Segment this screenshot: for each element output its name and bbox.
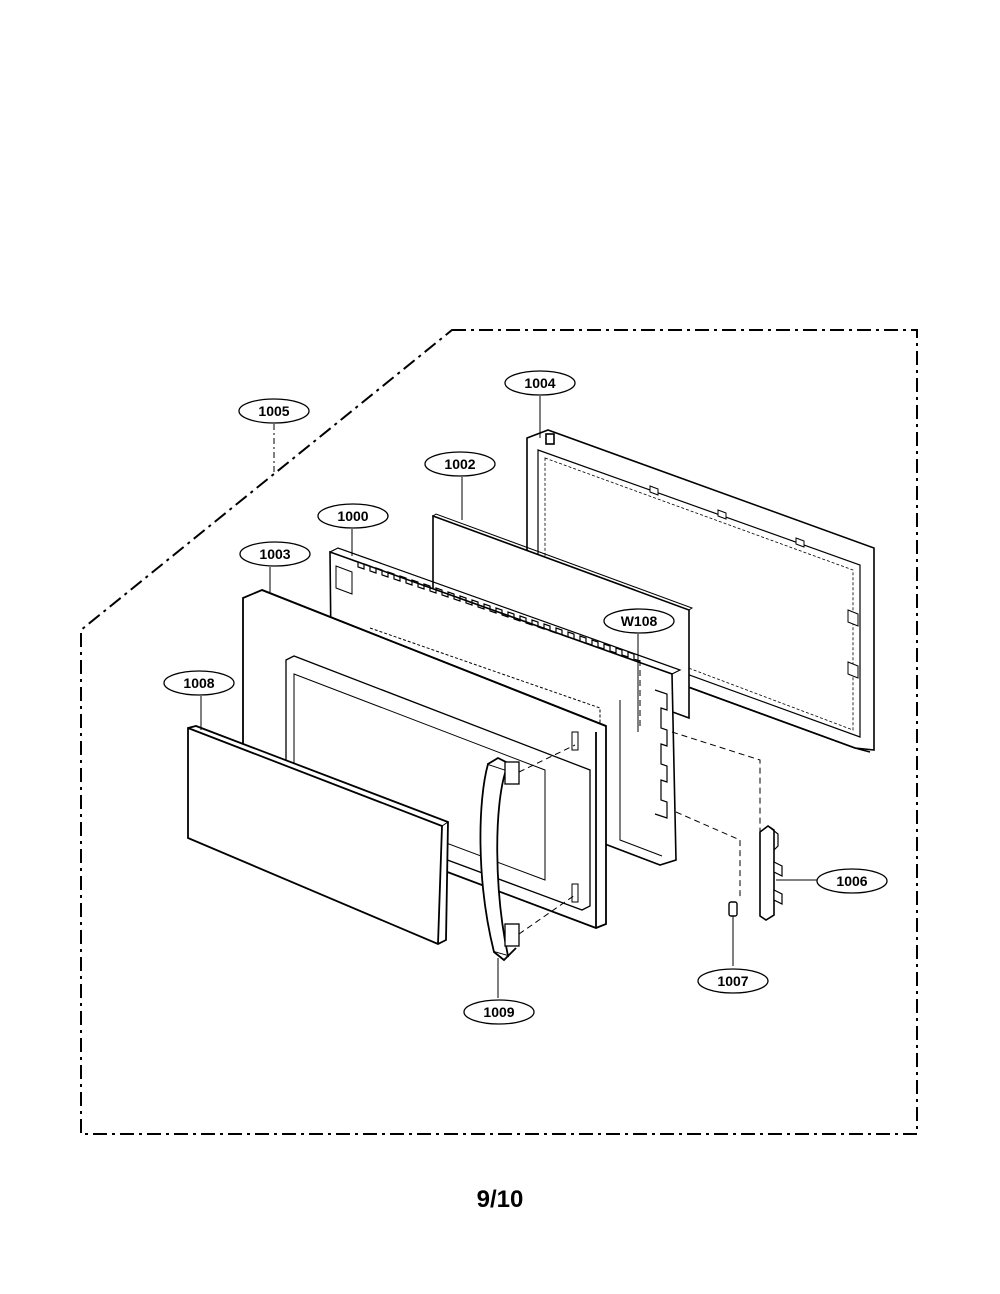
callout-1000: 1000 [317,503,389,529]
callout-label: 1003 [259,546,290,562]
callout-1002: 1002 [424,451,496,477]
part-1009-handle [479,756,520,962]
callout-label: 1007 [717,973,748,989]
callout-W108: W108 [603,608,675,634]
callout-label: 1008 [183,675,214,691]
callout-label: 1009 [483,1004,514,1020]
callout-1007: 1007 [697,968,769,994]
page-number: 9/10 [476,1186,524,1213]
callout-label: 1006 [836,873,867,889]
callout-1004: 1004 [504,370,576,396]
assembly-boundary [80,329,918,1135]
callout-label: 1000 [337,508,368,524]
part-1006-latch [759,825,783,921]
part-1008-front-cover [187,725,449,945]
part-1004-door-frame [526,429,875,753]
callout-label: W108 [621,613,658,629]
callout-label: 1004 [524,375,555,391]
callout-1008: 1008 [163,670,235,696]
callout-label: 1002 [444,456,475,472]
part-1007-spring [728,901,738,917]
callout-1009: 1009 [463,999,535,1025]
callout-1005: 1005 [238,398,310,424]
callout-1003: 1003 [239,541,311,567]
callout-label: 1005 [258,403,289,419]
callout-1006: 1006 [816,868,888,894]
assembly-guides [518,660,761,935]
